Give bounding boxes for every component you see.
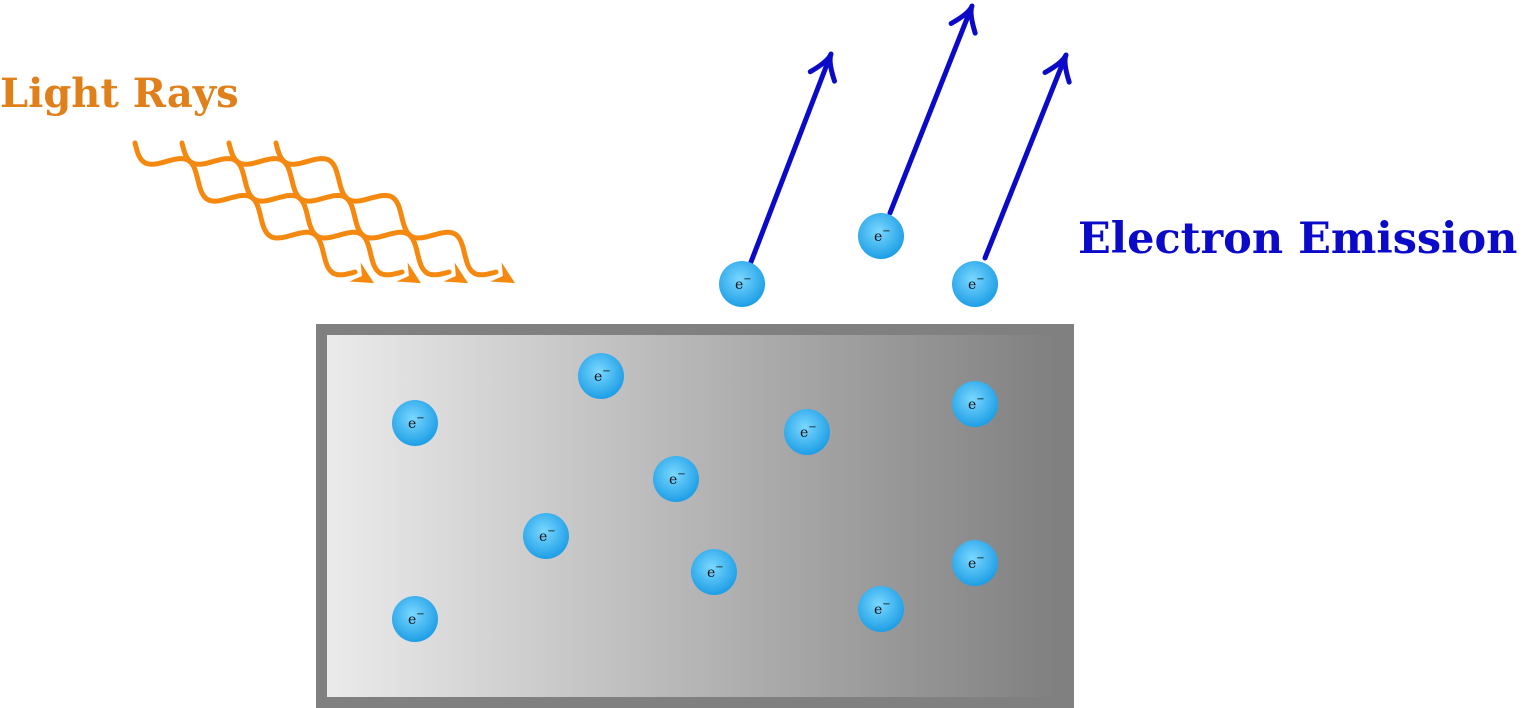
emission-arrow (887, 3, 978, 216)
light-ray-arrowhead (396, 262, 421, 284)
emission-arrows (748, 3, 1072, 265)
metal-electron: e− (784, 409, 830, 455)
electron-emission-label: Electron Emission (1078, 214, 1517, 264)
emission-arrowhead (948, 3, 978, 36)
metal-electron: e− (952, 381, 998, 427)
electrons: e− e− e− e− e− e− e− e− e− e− e− e− e− (392, 213, 998, 642)
metal-electron: e− (523, 513, 569, 559)
emission-arrowhead (807, 51, 837, 84)
emitted-electron: e− (719, 261, 765, 307)
light-rays-label: Light Rays (0, 70, 239, 117)
emission-arrow (982, 52, 1072, 261)
emission-arrow (748, 51, 837, 265)
metal-electron: e− (952, 540, 998, 586)
light-ray (273, 140, 515, 284)
metal-electron: e− (691, 549, 737, 595)
emitted-electron: e− (858, 213, 904, 259)
light-ray-arrowhead (443, 262, 468, 284)
metal-electron: e− (858, 586, 904, 632)
metal-plate (316, 324, 1074, 708)
light-rays (132, 140, 515, 284)
metal-electron: e− (653, 456, 699, 502)
metal-electron: e− (578, 353, 624, 399)
metal-electron: e− (392, 596, 438, 642)
emission-arrowhead (1042, 52, 1072, 85)
light-ray-arrowhead (349, 262, 374, 284)
light-ray-arrowhead (490, 262, 515, 284)
emitted-electron: e− (952, 261, 998, 307)
metal-electron: e− (392, 400, 438, 446)
metal-surface (327, 335, 1063, 697)
light-ray (226, 140, 468, 284)
